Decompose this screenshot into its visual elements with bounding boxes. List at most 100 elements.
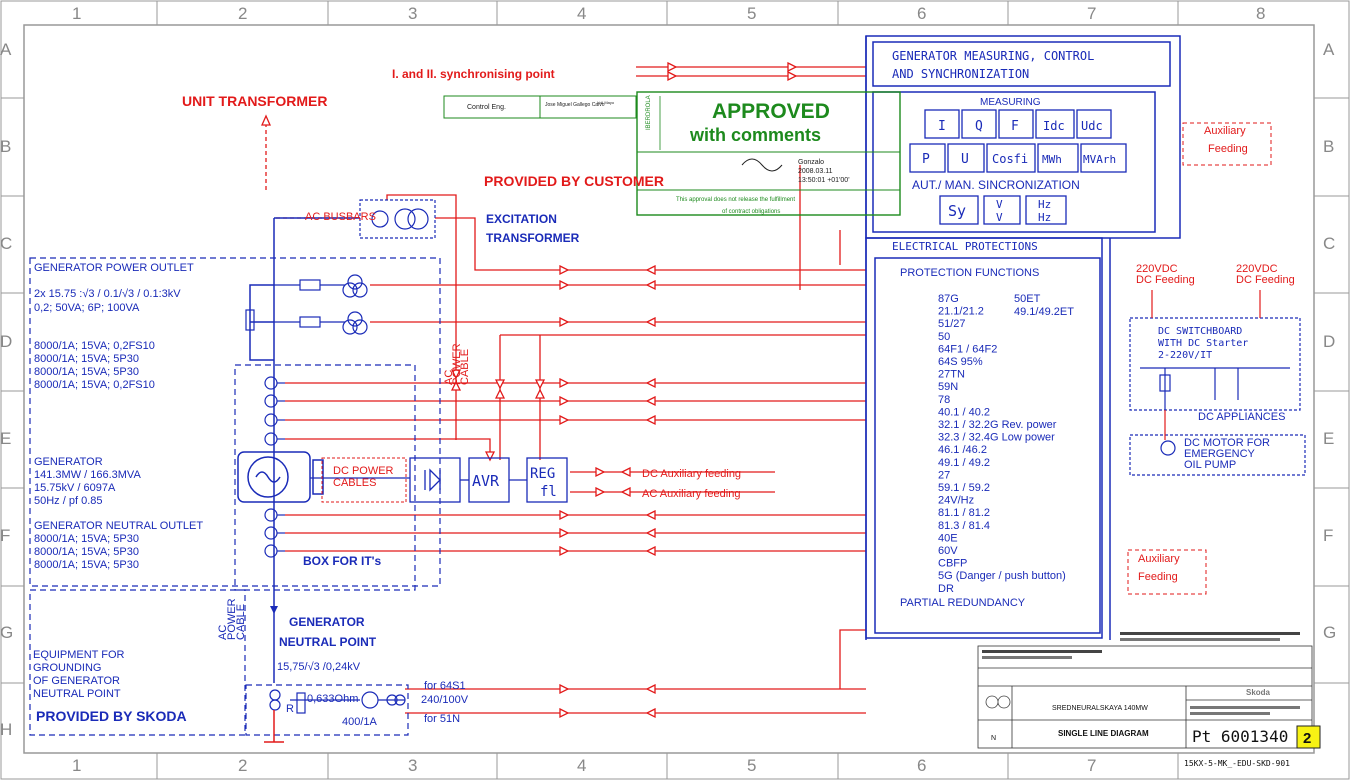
meter-cell: Cosfi [992, 152, 1028, 166]
partial-redundancy: PARTIAL REDUNDANCY [900, 597, 1026, 609]
neutral-outlet-title: GENERATOR NEUTRAL OUTLET [34, 520, 203, 532]
grounding-label: OF GENERATOR [33, 675, 120, 687]
row-label: F [0, 526, 10, 545]
row-label: G [0, 623, 13, 642]
meter-cell: Q [975, 119, 983, 134]
ct-spec: 8000/1A; 15VA; 0,2FS10 [34, 379, 155, 391]
aux-feeding-label: Feeding [1138, 571, 1178, 583]
company-logo: Skoda [1246, 688, 1271, 697]
resistor-value: 0,633Ohm [307, 693, 358, 705]
power-outlet-line: 2x 15.75 :√3 / 0.1/√3 / 0.1:3kV [34, 288, 181, 300]
protection-item: 78 [938, 394, 950, 406]
meter-cell: I [938, 119, 946, 134]
col-label: 5 [747, 756, 756, 775]
sync-cell: V [996, 211, 1003, 224]
ac-power-cable-label: AC [217, 625, 229, 640]
neutral-grounding [269, 689, 406, 714]
approval-small: Lidi Mayo [597, 100, 615, 105]
protection-item: 27TN [938, 369, 965, 381]
neutral-ct-spec: 8000/1A; 15VA; 5P30 [34, 559, 139, 571]
col-label: 2 [238, 4, 247, 23]
drawing-name: SINGLE LINE DIAGRAM [1058, 729, 1149, 738]
meter-cell: F [1011, 119, 1019, 134]
reg-sub-label: fl [540, 484, 557, 500]
grounding-label: EQUIPMENT FOR [33, 649, 125, 661]
power-outlet-title: GENERATOR POWER OUTLET [34, 262, 194, 274]
sync-title: AUT./ MAN. SINCRONIZATION [912, 178, 1080, 192]
dc-feed-label: DC Feeding [1136, 274, 1195, 286]
approval-note: of contract obligations [722, 209, 780, 215]
project-name: SREDNEURALSKAYA 140MW [1052, 705, 1148, 712]
protections-panel [865, 237, 1111, 640]
col-label: 6 [917, 756, 926, 775]
protections-subtitle: PROTECTION FUNCTIONS [900, 267, 1039, 279]
grid-row-labels-left: A B C D E F G H [0, 40, 13, 739]
row-label: G [1323, 623, 1336, 642]
sync-point-label: I. and II. synchronising point [392, 67, 555, 81]
dc-feed-label: 220VDC [1236, 263, 1278, 275]
dashed-enclosures [29, 257, 441, 736]
col-label: 2 [238, 756, 247, 775]
row-label: B [1323, 137, 1334, 156]
approval-date: 2008.03.11 [798, 168, 833, 175]
neutral-ct-spec: 8000/1A; 15VA; 5P30 [34, 533, 139, 545]
sync-cell: V [996, 198, 1003, 211]
protection-item: CBFP [938, 558, 967, 570]
excitation-transformer [359, 199, 436, 239]
ac-busbars-label: AC BUSBARS [305, 211, 376, 223]
approval-stamp [443, 91, 901, 216]
col-label: 7 [1087, 4, 1096, 23]
meter-cell: Udc [1081, 119, 1103, 133]
generator-symbol [237, 451, 324, 503]
dc-aux-feeding: DC Auxiliary feeding [642, 468, 741, 480]
aux-feeding-label: Feeding [1208, 143, 1248, 155]
ct-spec: 8000/1A; 15VA; 0,2FS10 [34, 340, 155, 352]
row-label: D [0, 332, 12, 351]
box-for-its-label: BOX FOR IT's [303, 554, 382, 568]
col-label: 1 [72, 756, 81, 775]
protection-item: 87G [938, 293, 959, 305]
v-240-label: 240/100V [421, 694, 469, 706]
protection-item: 81.1 / 81.2 [938, 507, 990, 519]
neutral-point-label: NEUTRAL POINT [279, 635, 377, 649]
row-label: A [0, 40, 12, 59]
row-label: A [1323, 40, 1335, 59]
avr-label: AVR [472, 472, 500, 490]
neutral-point-label: GENERATOR [289, 615, 365, 629]
drawing-number: Pt 6001340 [1192, 727, 1288, 746]
grounding-label: GROUNDING [33, 662, 101, 674]
dc-power-cables-label: DC POWER [333, 465, 394, 477]
protection-item: 81.3 / 81.4 [938, 520, 990, 532]
approval-dept: Control Eng. [467, 104, 506, 111]
provided-by-skoda-label: PROVIDED BY SKODA [36, 708, 187, 724]
dc-feed-label: 220VDC [1136, 263, 1178, 275]
ground-symbol [264, 710, 284, 743]
meter-cell: MWh [1042, 153, 1062, 166]
row-label: B [0, 137, 11, 156]
dc-power-cable-box [321, 457, 407, 503]
current-transformers [264, 376, 285, 558]
row-label: E [0, 429, 11, 448]
sheet-number-highlight [1296, 725, 1321, 749]
row-label: H [0, 720, 12, 739]
ac-power-cable-vertical: POWER [451, 343, 463, 385]
measuring-label: MEASURING [980, 97, 1041, 108]
approval-time: 13:50:01 +01'00' [798, 177, 850, 184]
row-label: C [0, 234, 12, 253]
ac-power-cable-label: CABLE [235, 604, 247, 640]
ac-power-cable-vertical: AC [443, 370, 455, 385]
grid-row-labels-right: A B C D E F G [1323, 40, 1336, 642]
reg-label: REG [530, 466, 555, 482]
dc-bus [1140, 367, 1290, 456]
col-label: 4 [577, 4, 586, 23]
bus-arrow [270, 606, 278, 614]
col-label: 5 [747, 4, 756, 23]
dc-motor-label: OIL PUMP [1184, 459, 1236, 471]
protection-item: 50ET [1014, 293, 1041, 305]
dc-switchboard-label: 2-220V/IT [1158, 350, 1212, 361]
ac-power-cable-label: POWER [226, 598, 238, 640]
row-label: C [1323, 234, 1335, 253]
